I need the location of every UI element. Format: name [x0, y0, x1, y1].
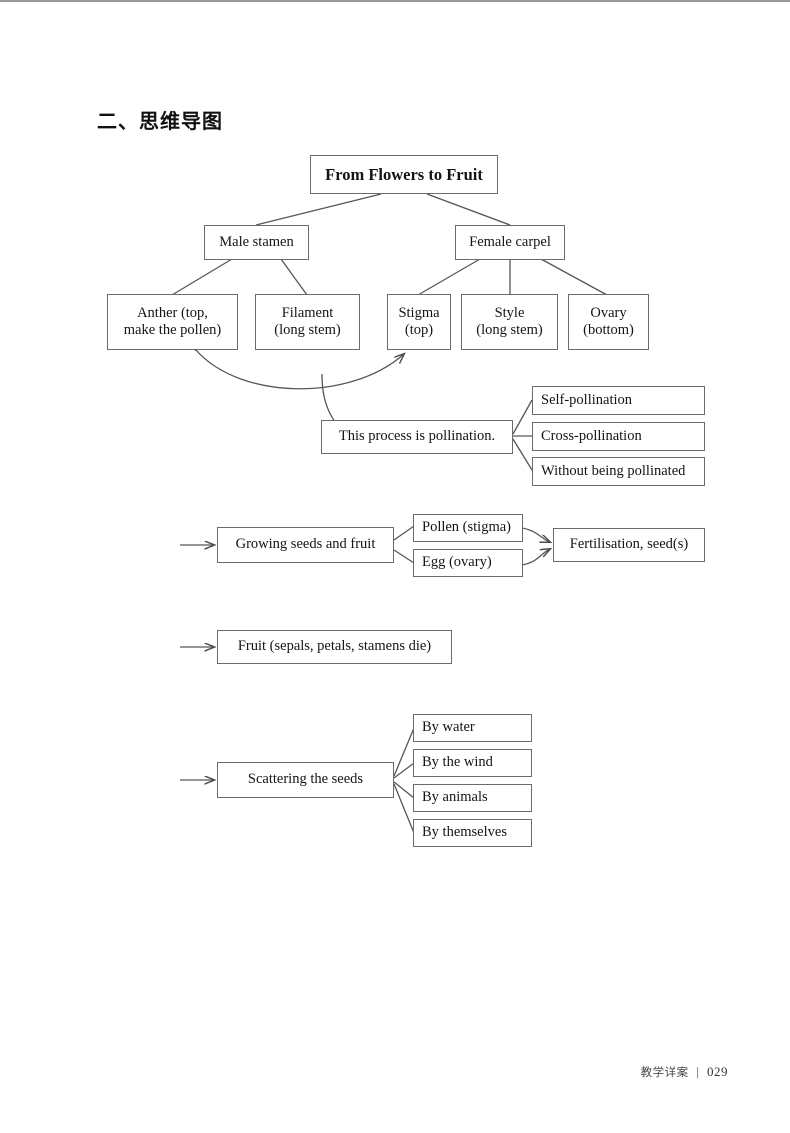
- node-anther-line2: make the pollen): [123, 322, 222, 338]
- node-stigma-line1: Stigma: [398, 304, 440, 321]
- node-by-animals[interactable]: By animals: [413, 784, 532, 812]
- node-female-carpel[interactable]: Female carpel: [455, 225, 565, 260]
- node-filament-line2: (long stem): [274, 322, 341, 338]
- footer-separator: |: [695, 1065, 700, 1079]
- node-by-themselves[interactable]: By themselves: [413, 819, 532, 847]
- node-self-pollination[interactable]: Self-pollination: [532, 386, 705, 415]
- node-by-water[interactable]: By water: [413, 714, 532, 742]
- edge-female-ovary: [540, 258, 608, 296]
- node-without-being-pollinated[interactable]: Without being pollinated: [532, 457, 705, 486]
- edge-scatter-wind: [393, 762, 415, 779]
- edge-growing-pollen: [393, 525, 415, 541]
- node-male-stamen[interactable]: Male stamen: [204, 225, 309, 260]
- node-growing-seeds[interactable]: Growing seeds and fruit: [217, 527, 394, 563]
- node-stigma-line2: (top): [404, 322, 434, 338]
- node-pollen-stigma[interactable]: Pollen (stigma): [413, 514, 523, 542]
- footer-label: 教学详案: [640, 1065, 689, 1079]
- node-filament-line1: Filament: [281, 304, 334, 321]
- node-filament[interactable]: Filament (long stem): [255, 294, 360, 350]
- page-section-heading: 二、思维导图: [97, 109, 223, 133]
- edge-male-filament: [280, 258, 308, 296]
- node-pollination[interactable]: This process is pollination.: [321, 420, 513, 454]
- node-ovary-line1: Ovary: [590, 304, 627, 321]
- edge-female-stigma: [417, 258, 481, 296]
- edge-pollination-without: [512, 438, 533, 471]
- node-ovary[interactable]: Ovary (bottom): [568, 294, 649, 350]
- edge-egg-fert: [521, 549, 550, 566]
- node-stigma[interactable]: Stigma (top): [387, 294, 451, 350]
- node-by-the-wind[interactable]: By the wind: [413, 749, 532, 777]
- node-style[interactable]: Style (long stem): [461, 294, 558, 350]
- edge-anther-stigma-curve: [196, 350, 404, 390]
- edge-male-anther: [171, 258, 233, 296]
- page-footer: 教学详案 | 029: [641, 1064, 728, 1080]
- node-fruit[interactable]: Fruit (sepals, petals, stamens die): [217, 630, 452, 664]
- node-anther[interactable]: Anther (top, make the pollen): [107, 294, 238, 350]
- edge-scatter-animals: [393, 781, 415, 799]
- node-style-line2: (long stem): [476, 322, 543, 338]
- edge-scatter-themselves: [393, 783, 415, 834]
- node-root[interactable]: From Flowers to Fruit: [310, 155, 498, 194]
- edge-scatter-water: [393, 727, 415, 777]
- node-anther-line1: Anther (top,: [137, 304, 208, 321]
- node-ovary-line2: (bottom): [583, 322, 634, 338]
- edge-root-female: [426, 193, 511, 226]
- edge-growing-egg: [393, 549, 415, 564]
- node-scattering[interactable]: Scattering the seeds: [217, 762, 394, 798]
- footer-page-number: 029: [707, 1064, 728, 1079]
- edge-pollination-self: [512, 399, 533, 435]
- node-style-line1: Style: [494, 304, 525, 321]
- edge-root-male: [255, 193, 382, 226]
- node-cross-pollination[interactable]: Cross-pollination: [532, 422, 705, 451]
- node-egg-ovary[interactable]: Egg (ovary): [413, 549, 523, 577]
- edge-pollen-fert: [521, 527, 550, 542]
- node-fertilisation[interactable]: Fertilisation, seed(s): [553, 528, 705, 562]
